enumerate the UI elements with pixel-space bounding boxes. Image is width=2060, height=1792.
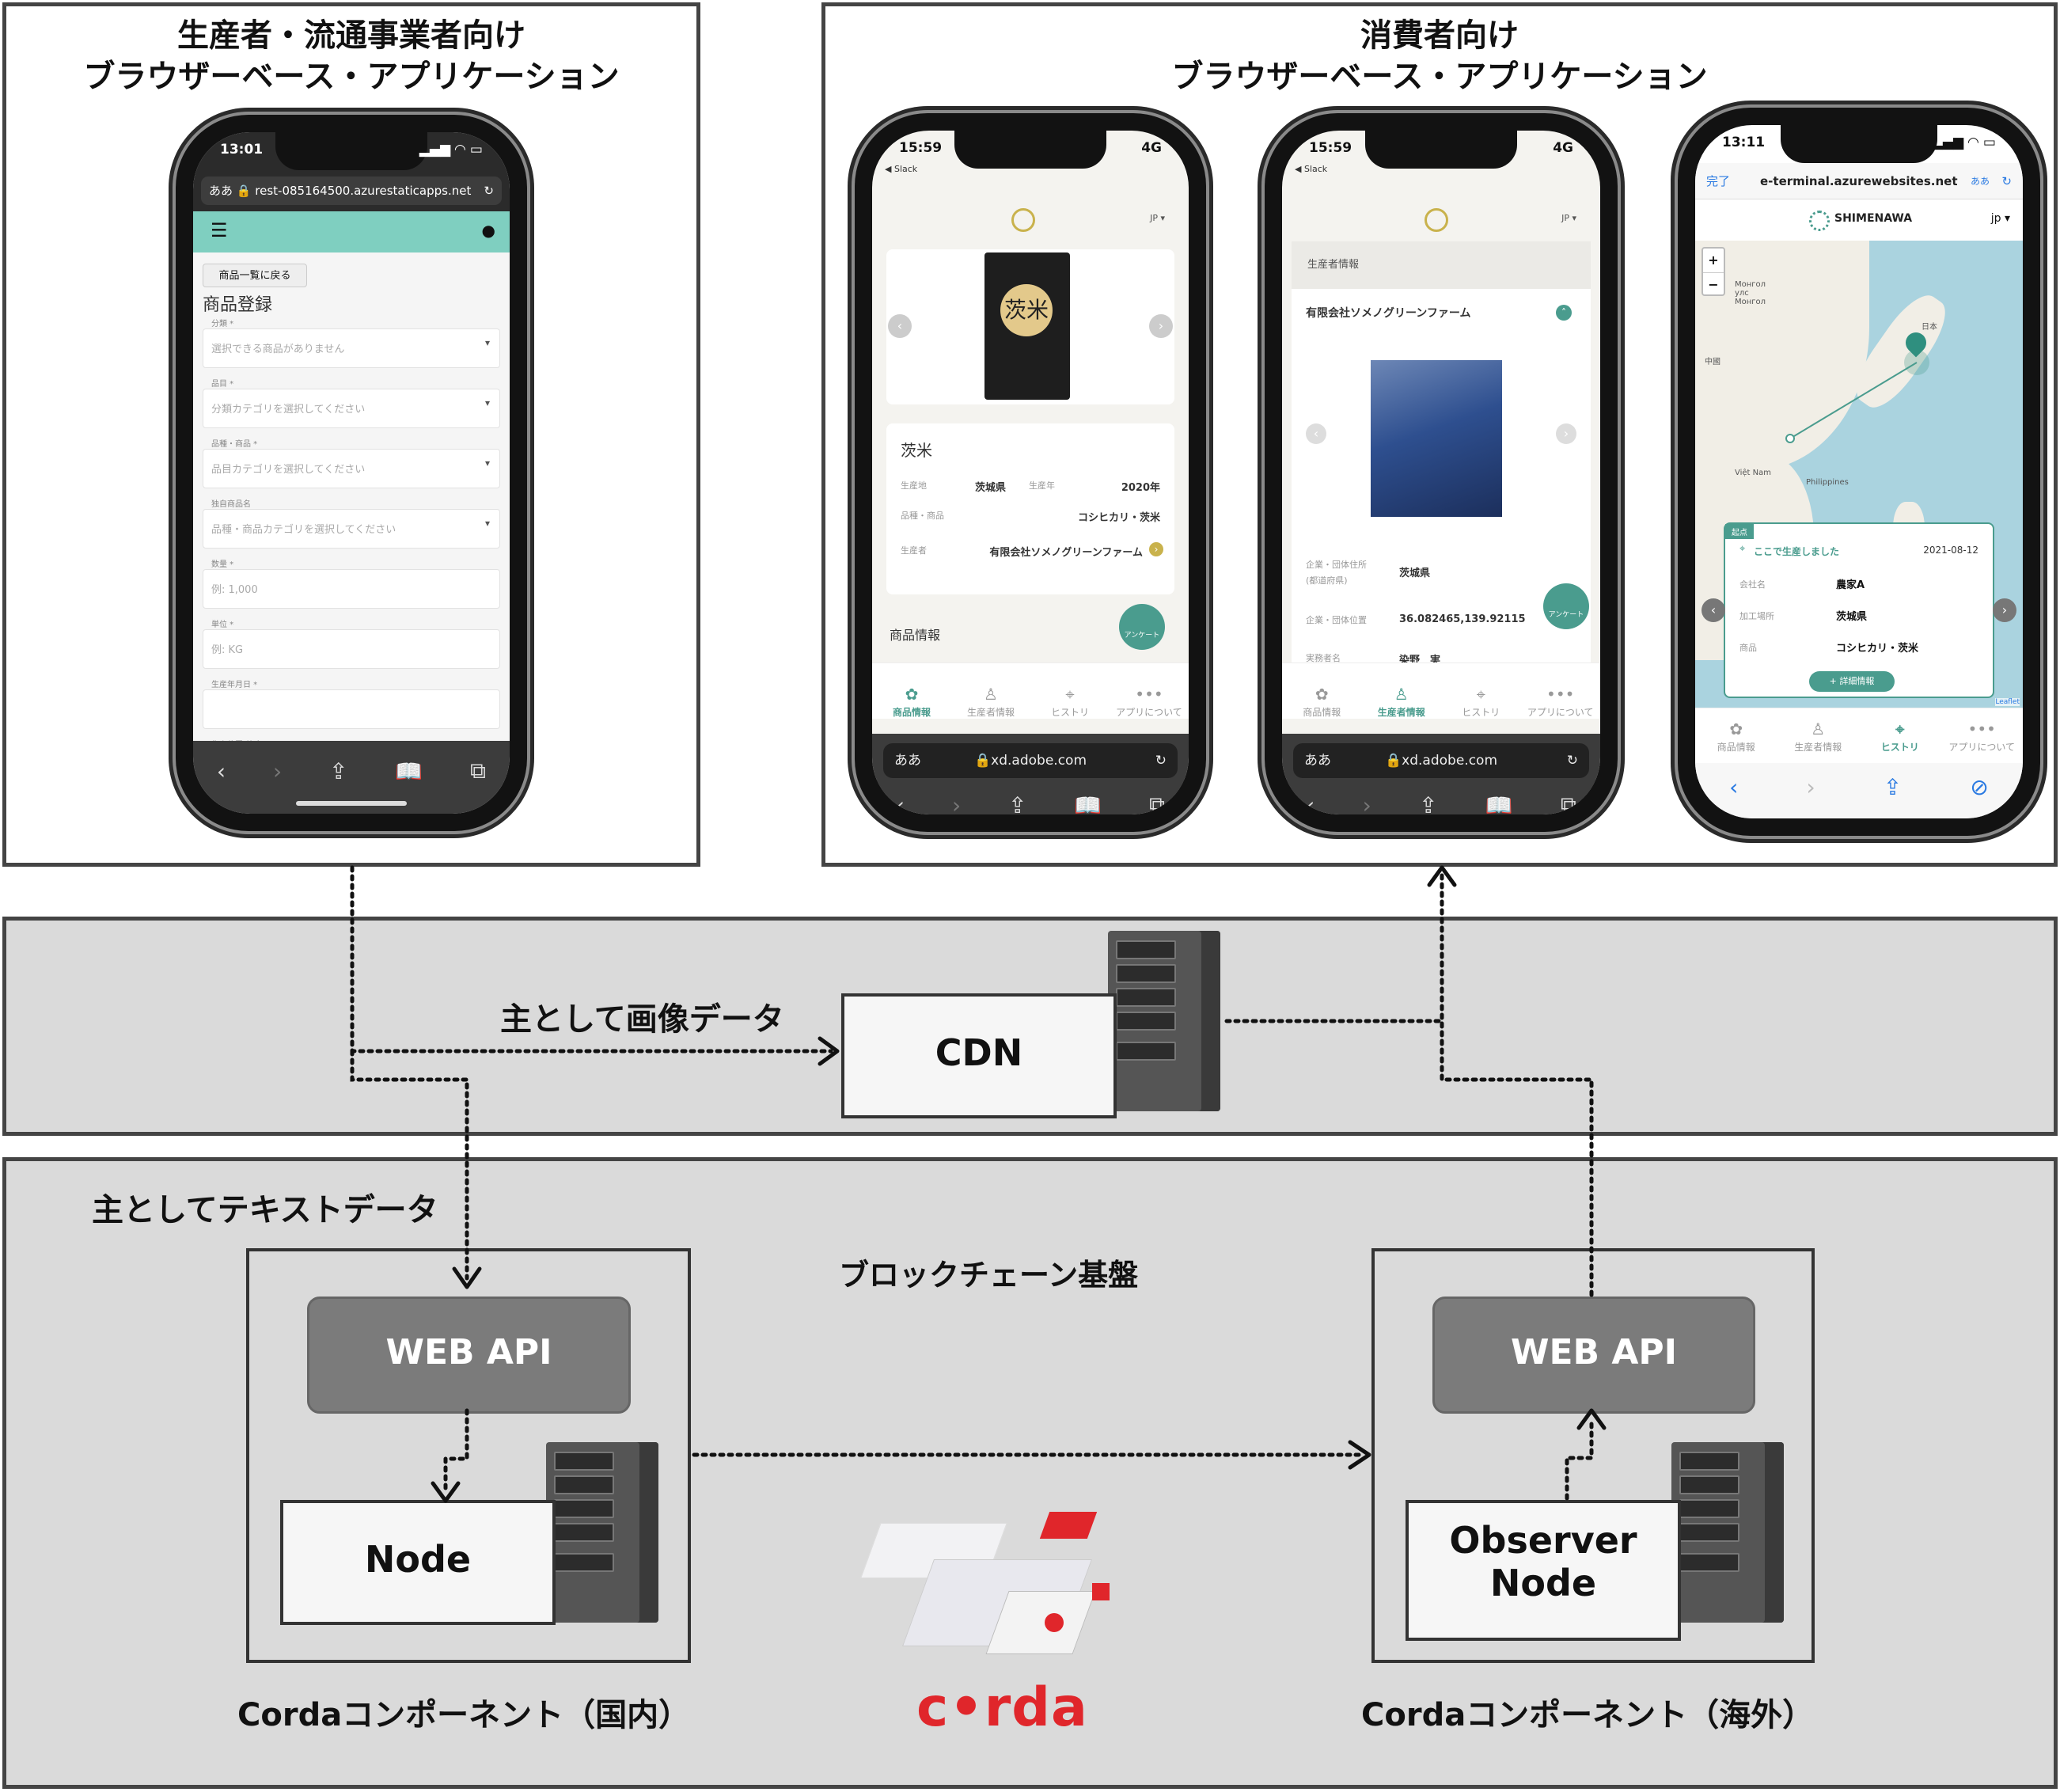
- status-network: 4G: [1553, 140, 1573, 162]
- status-time: 13:01: [220, 142, 263, 164]
- status-icons: ▂▄▆ ◠ ▭: [419, 142, 483, 164]
- arrow-observer-to-webapi: [1567, 1418, 1591, 1498]
- arrow-webapi-to-consumer: [1442, 874, 1591, 1295]
- status-time: 13:11: [1722, 135, 1765, 157]
- status-icons: ▂▄▆ ◠ ▭: [1933, 135, 1996, 157]
- status-network: 4G: [1141, 140, 1162, 162]
- arrow-webapi-to-node: [446, 1410, 467, 1493]
- status-time: 15:59: [1309, 140, 1352, 162]
- arrow-producer-to-cdn: [352, 868, 831, 1051]
- arrow-producer-to-webapi: [352, 1051, 467, 1278]
- status-time: 15:59: [899, 140, 942, 162]
